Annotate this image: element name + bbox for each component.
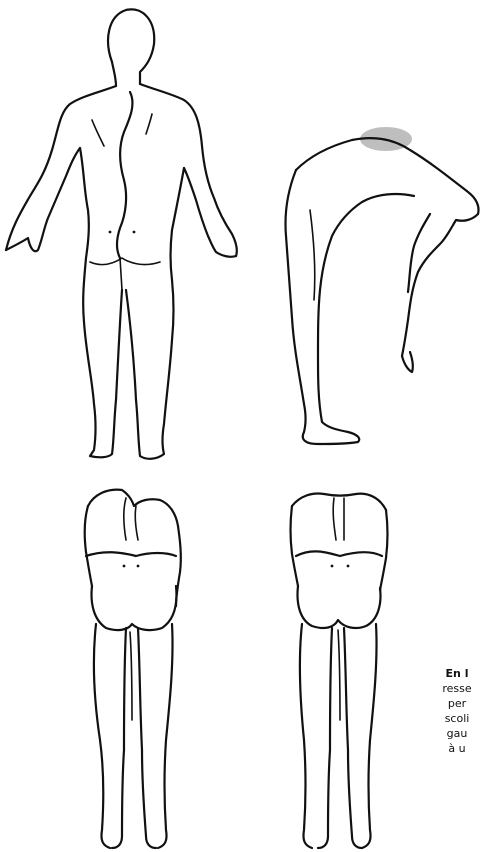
caption-line-5: gau — [397, 726, 484, 741]
caption-text: En l resse per scoli gau à u — [397, 666, 484, 756]
caption-line-2: resse — [397, 681, 484, 696]
forward-bend-side-view-figure — [285, 127, 478, 444]
bent-back-view-rib-hump-figure — [85, 490, 181, 848]
caption-line-1: En l — [397, 666, 484, 681]
bent-back-view-symmetric-figure — [291, 494, 388, 849]
caption-line-4: scoli — [397, 711, 484, 726]
caption-line-6: à u — [397, 741, 484, 756]
standing-back-view-figure — [6, 9, 237, 458]
caption-line-3: per — [397, 696, 484, 711]
